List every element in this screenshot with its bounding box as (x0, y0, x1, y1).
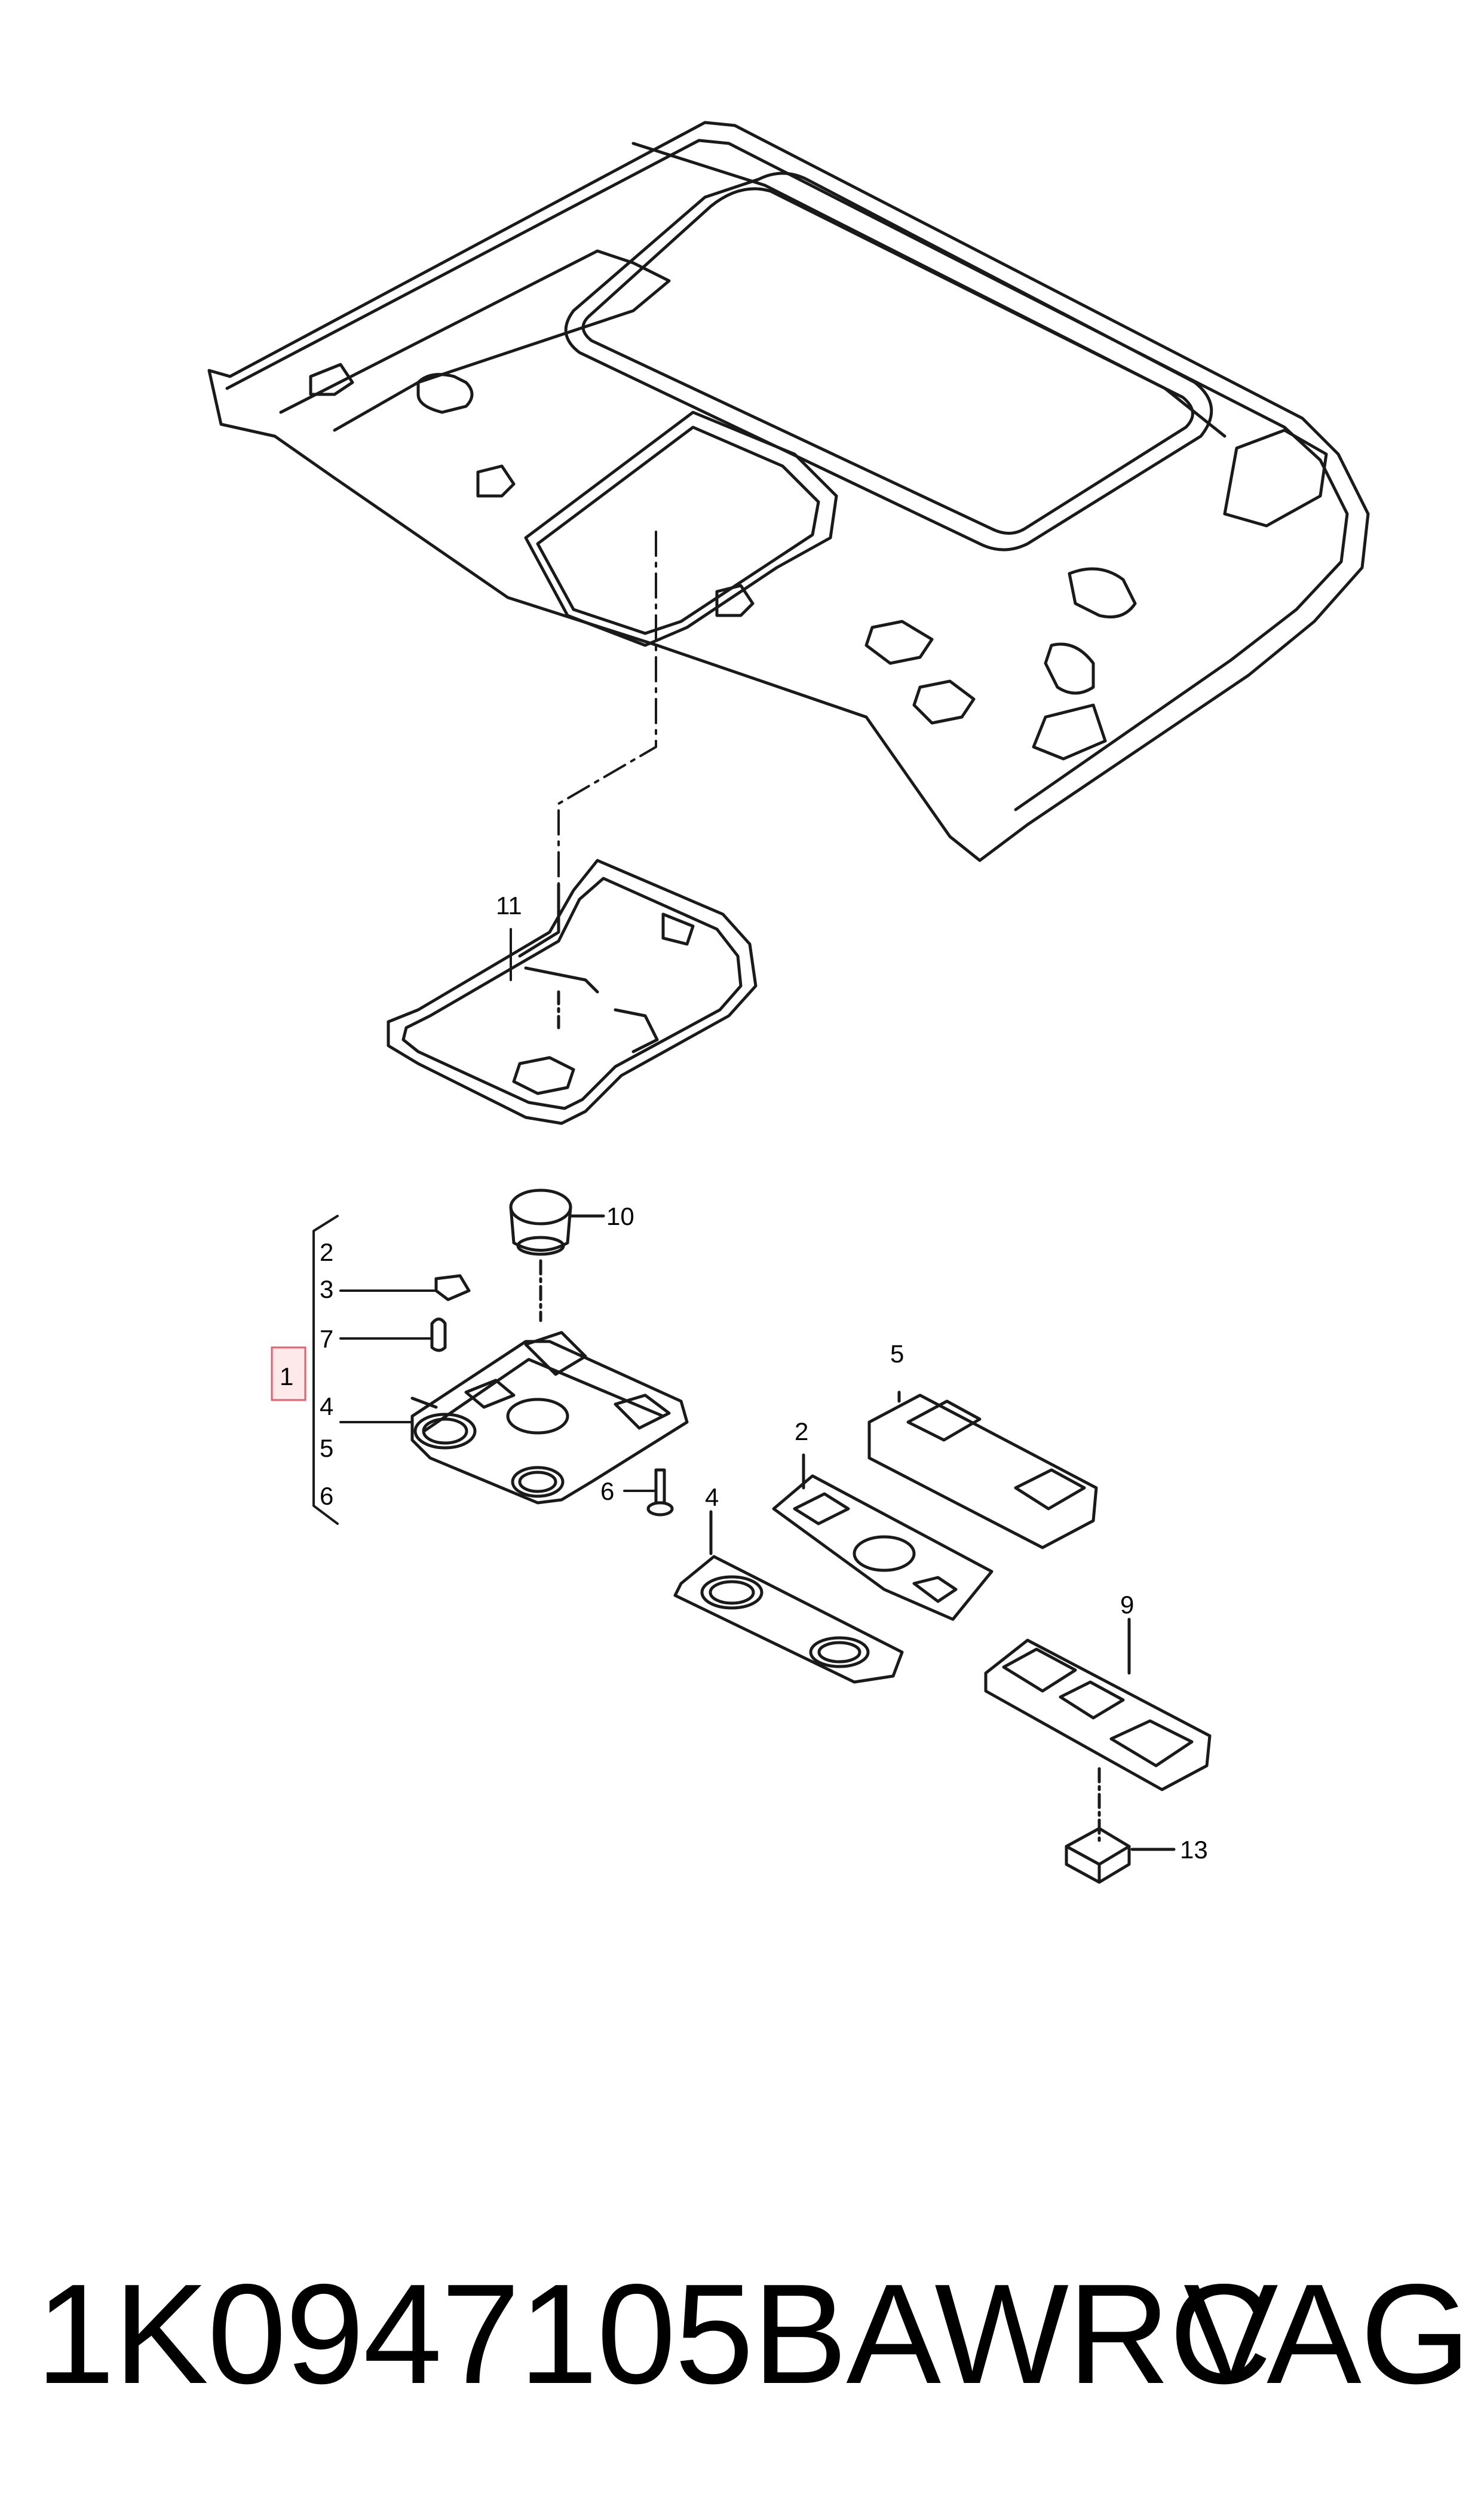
callout-labels: 1 2 3 7 4 5 6 10 11 6 5 2 4 9 13 (280, 892, 1208, 1864)
callout-3: 3 (320, 1275, 333, 1303)
console-assembly-part-1 (410, 1331, 689, 1505)
connector-part-7 (430, 1318, 447, 1352)
part-number: 1K0947105BAWRC (36, 2255, 1272, 2413)
screw-part-6 (646, 1468, 674, 1517)
grille-bracket-part-9 (984, 1618, 1212, 1842)
callout-1: 1 (280, 1362, 293, 1390)
callout-5-panel: 5 (890, 1340, 904, 1368)
lamp-module-part-13 (1065, 1827, 1176, 1884)
clip-part-3 (434, 1274, 471, 1301)
console-frame-part-11 (387, 859, 758, 1125)
callout-7: 7 (320, 1325, 333, 1353)
callout-9: 9 (1120, 1591, 1134, 1619)
footer: 1K0947105BAWRC VAG (36, 2253, 1471, 2413)
brand-label: VAG (1183, 2255, 1471, 2413)
callout-13: 13 (1180, 1836, 1208, 1864)
callout-4-panel: 4 (705, 1483, 719, 1511)
callout-2-panel: 2 (795, 1417, 808, 1445)
assembly-line (557, 531, 657, 886)
lamp-part-10 (509, 1188, 605, 1322)
speaker-panel-part-5 (867, 1390, 1098, 1549)
group-bracket (312, 1215, 655, 1525)
lower-panel-part-4 (673, 1510, 904, 1684)
callout-11: 11 (496, 892, 522, 920)
callout-2: 2 (320, 1238, 333, 1266)
callout-6: 6 (320, 1482, 333, 1510)
highlight-box-item-1 (271, 1346, 306, 1401)
callout-10: 10 (606, 1202, 634, 1230)
callout-4: 4 (320, 1392, 333, 1420)
headliner (0, 0, 1370, 862)
sunroof-opening (0, 0, 1, 1)
callout-6-screw: 6 (600, 1477, 614, 1505)
switch-panel-part-2 (772, 1453, 994, 1621)
callout-5: 5 (320, 1434, 333, 1462)
